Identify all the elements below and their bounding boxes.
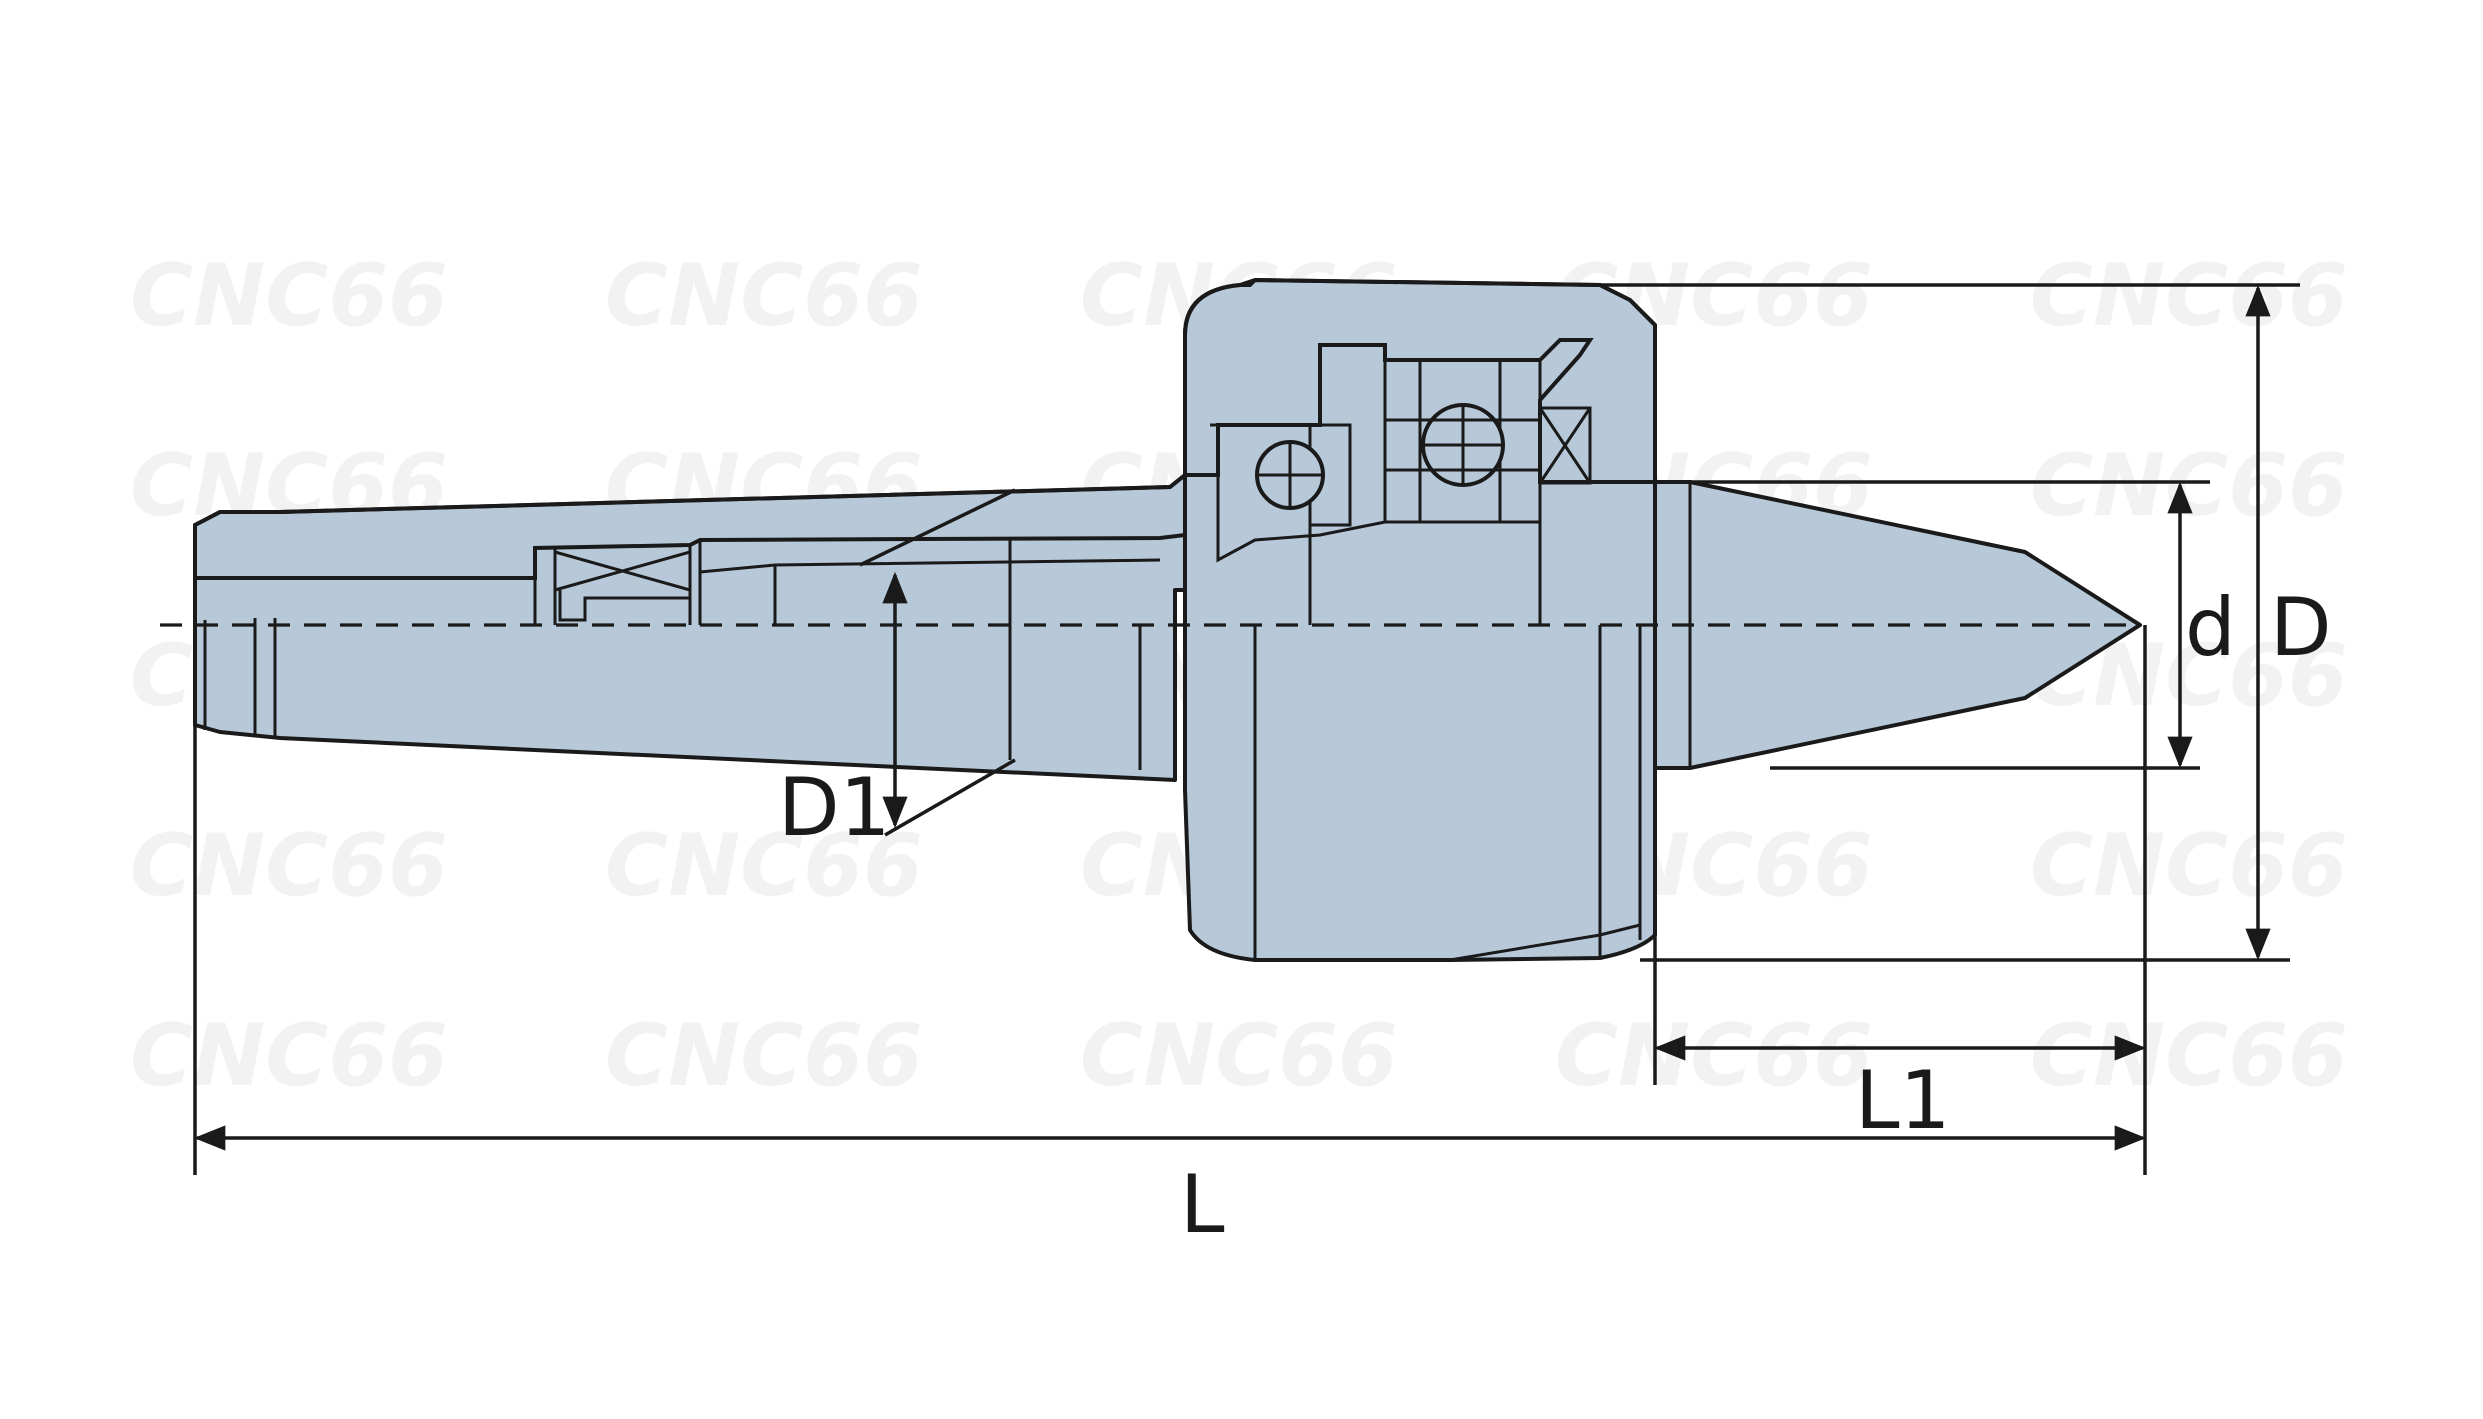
watermark: CNC66 bbox=[2030, 436, 2348, 536]
label-D1: D1 bbox=[778, 761, 891, 854]
watermark: CNC66 bbox=[605, 246, 923, 346]
dimension-labels: L L1 D1 d D bbox=[778, 581, 2332, 1251]
watermark: CNC66 bbox=[1555, 1006, 1873, 1106]
label-d: d bbox=[2185, 581, 2236, 674]
morse-taper-shank bbox=[193, 473, 1222, 782]
bearing-housing bbox=[1183, 278, 1692, 962]
internal-details bbox=[195, 345, 1692, 962]
watermark: CNC66 bbox=[2030, 816, 2348, 916]
watermark: CNC66 bbox=[2030, 246, 2348, 346]
watermark: CNC66 bbox=[605, 816, 923, 916]
watermark: CNC66 bbox=[130, 816, 448, 916]
label-L: L bbox=[1180, 1158, 1225, 1251]
watermark: CNC66 bbox=[130, 1006, 448, 1106]
watermark: CNC66 bbox=[605, 1006, 923, 1106]
label-L1: L1 bbox=[1855, 1054, 1950, 1147]
watermark: CNC66 bbox=[1080, 1006, 1398, 1106]
watermark: CNC66 bbox=[130, 246, 448, 346]
watermark: CNC66 bbox=[2030, 1006, 2348, 1106]
label-D: D bbox=[2270, 581, 2332, 674]
dimension-lines bbox=[193, 283, 2300, 1175]
